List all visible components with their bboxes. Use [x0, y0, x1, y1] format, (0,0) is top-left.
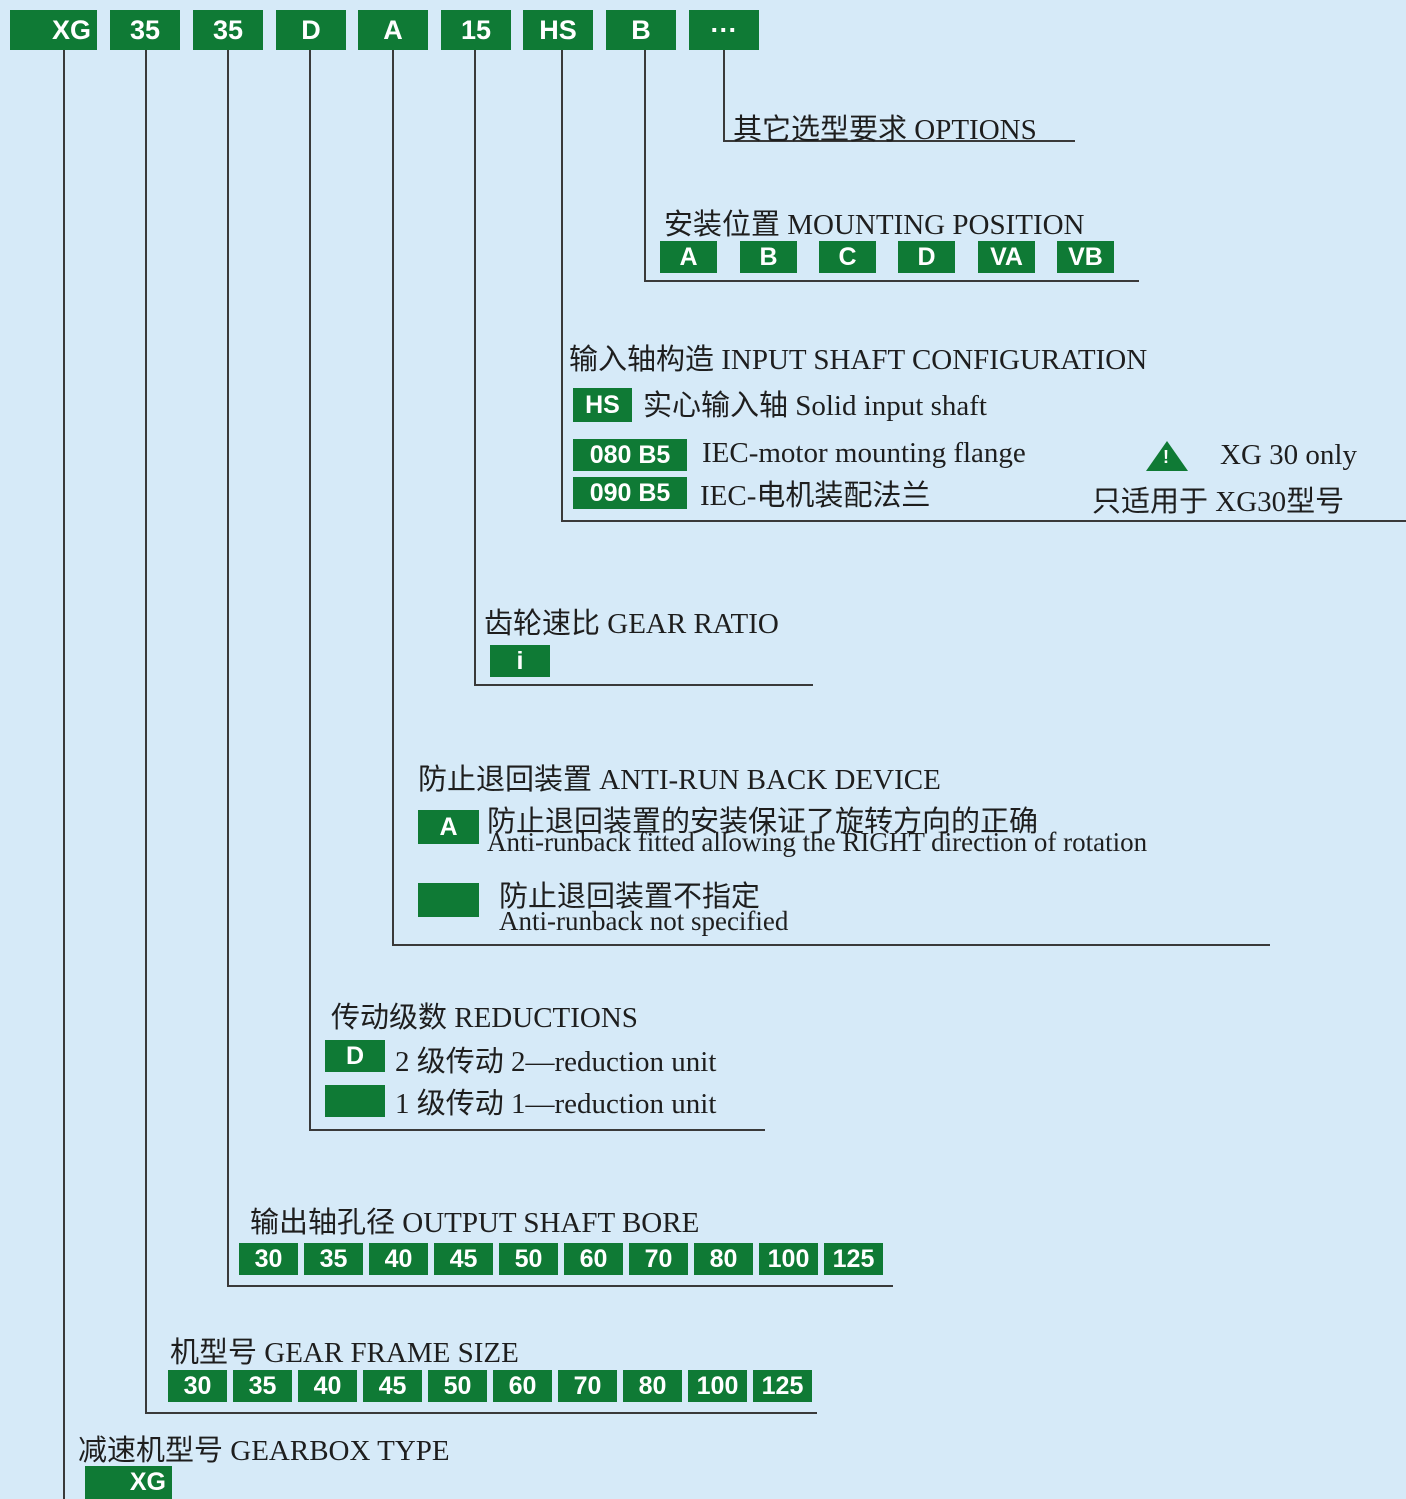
bore-option: 80: [694, 1243, 753, 1275]
frame-option: 100: [688, 1370, 747, 1402]
underline-ratio: [474, 684, 813, 686]
code-ratio-box: 15: [441, 10, 511, 50]
input-flange-cn: IEC-电机装配法兰: [700, 480, 931, 512]
mounting-option-b: B: [740, 241, 797, 273]
connector-input: [561, 50, 563, 522]
frame-option: 80: [623, 1370, 682, 1402]
ratio-box: i: [490, 645, 550, 677]
input-hs-box: HS: [573, 388, 632, 422]
underline-options: [723, 140, 1075, 142]
input-080b5-box: 080 B5: [573, 439, 687, 471]
input-flange-en: IEC-motor mounting flange: [702, 437, 1026, 469]
ratio-title: 齿轮速比 GEAR RATIO: [484, 608, 779, 640]
frame-option: 125: [753, 1370, 812, 1402]
frame-option: 30: [168, 1370, 227, 1402]
bore-option: 100: [759, 1243, 818, 1275]
bore-option: 50: [499, 1243, 558, 1275]
gearbox-xg-box: XG: [85, 1466, 172, 1499]
mounting-option-a: A: [660, 241, 717, 273]
code-mounting-box: B: [606, 10, 676, 50]
reductions-title: 传动级数 REDUCTIONS: [331, 1002, 638, 1034]
input-note-cn: 只适用于 XG30型号: [1092, 486, 1345, 518]
bore-option: 30: [239, 1243, 298, 1275]
mounting-title: 安装位置 MOUNTING POSITION: [664, 209, 1085, 241]
reductions-d-box: D: [325, 1040, 385, 1072]
antirun-none-en: Anti-runback not specified: [499, 906, 789, 936]
mounting-option-vb: VB: [1057, 241, 1114, 273]
frame-option: 40: [298, 1370, 357, 1402]
antirun-none-cn: 防止退回装置不指定: [499, 881, 761, 913]
connector-mounting: [644, 50, 646, 282]
connector-antirun: [392, 50, 394, 946]
underline-reductions: [309, 1129, 765, 1131]
connector-frame: [145, 50, 147, 1414]
underline-frame: [145, 1412, 817, 1414]
bore-title: 输出轴孔径 OUTPUT SHAFT BORE: [250, 1207, 700, 1239]
code-reductions-box: D: [276, 10, 346, 50]
code-input-box: HS: [523, 10, 593, 50]
bore-option: 40: [369, 1243, 428, 1275]
frame-option: 60: [493, 1370, 552, 1402]
input-title: 输入轴构造 INPUT SHAFT CONFIGURATION: [569, 344, 1148, 376]
bore-option: 125: [824, 1243, 883, 1275]
connector-bore: [227, 50, 229, 1287]
code-frame-box: 35: [110, 10, 180, 50]
mounting-option-c: C: [819, 241, 876, 273]
mounting-option-va: VA: [978, 241, 1035, 273]
frame-option: 45: [363, 1370, 422, 1402]
antirun-title: 防止退回装置 ANTI-RUN BACK DEVICE: [418, 764, 941, 796]
frame-option: 70: [558, 1370, 617, 1402]
frame-option: 50: [428, 1370, 487, 1402]
warning-icon: !: [1146, 441, 1188, 471]
warning-mark: !: [1163, 447, 1169, 467]
frame-title: 机型号 GEAR FRAME SIZE: [170, 1337, 519, 1369]
reductions-one-text: 1 级传动 1—reduction unit: [395, 1088, 717, 1120]
frame-option: 35: [233, 1370, 292, 1402]
input-hs-text: 实心输入轴 Solid input shaft: [643, 390, 987, 422]
mounting-option-d: D: [898, 241, 955, 273]
options-title: 其它选型要求 OPTIONS: [733, 114, 1037, 146]
underline-bore: [227, 1285, 893, 1287]
connector-options: [723, 50, 725, 142]
reductions-one-box: [325, 1085, 385, 1117]
bore-option: 45: [434, 1243, 493, 1275]
input-090b5-box: 090 B5: [573, 477, 687, 509]
antirun-a-cn: 防止退回装置的安装保证了旋转方向的正确: [487, 806, 1039, 838]
underline-input: [561, 520, 1406, 522]
antirun-a-en: Anti-runback fitted allowing the RIGHT d…: [487, 827, 1148, 857]
antirun-a-box: A: [418, 810, 479, 844]
gearbox-title: 减速机型号 GEARBOX TYPE: [78, 1435, 450, 1467]
connector-reductions: [309, 50, 311, 1131]
connector-gearbox: [63, 50, 65, 1499]
bore-option: 60: [564, 1243, 623, 1275]
code-xg-box: XG: [10, 10, 97, 50]
input-note-en: XG 30 only: [1220, 439, 1357, 471]
bore-option: 35: [304, 1243, 363, 1275]
underline-antirun: [392, 944, 1270, 946]
underline-mounting: [644, 280, 1139, 282]
code-antirun-box: A: [358, 10, 428, 50]
code-bore-box: 35: [193, 10, 263, 50]
bore-option: 70: [629, 1243, 688, 1275]
antirun-none-box: [418, 883, 479, 917]
reductions-d-text: 2 级传动 2—reduction unit: [395, 1046, 717, 1078]
code-options-box: ···: [689, 10, 759, 50]
connector-ratio: [474, 50, 476, 686]
